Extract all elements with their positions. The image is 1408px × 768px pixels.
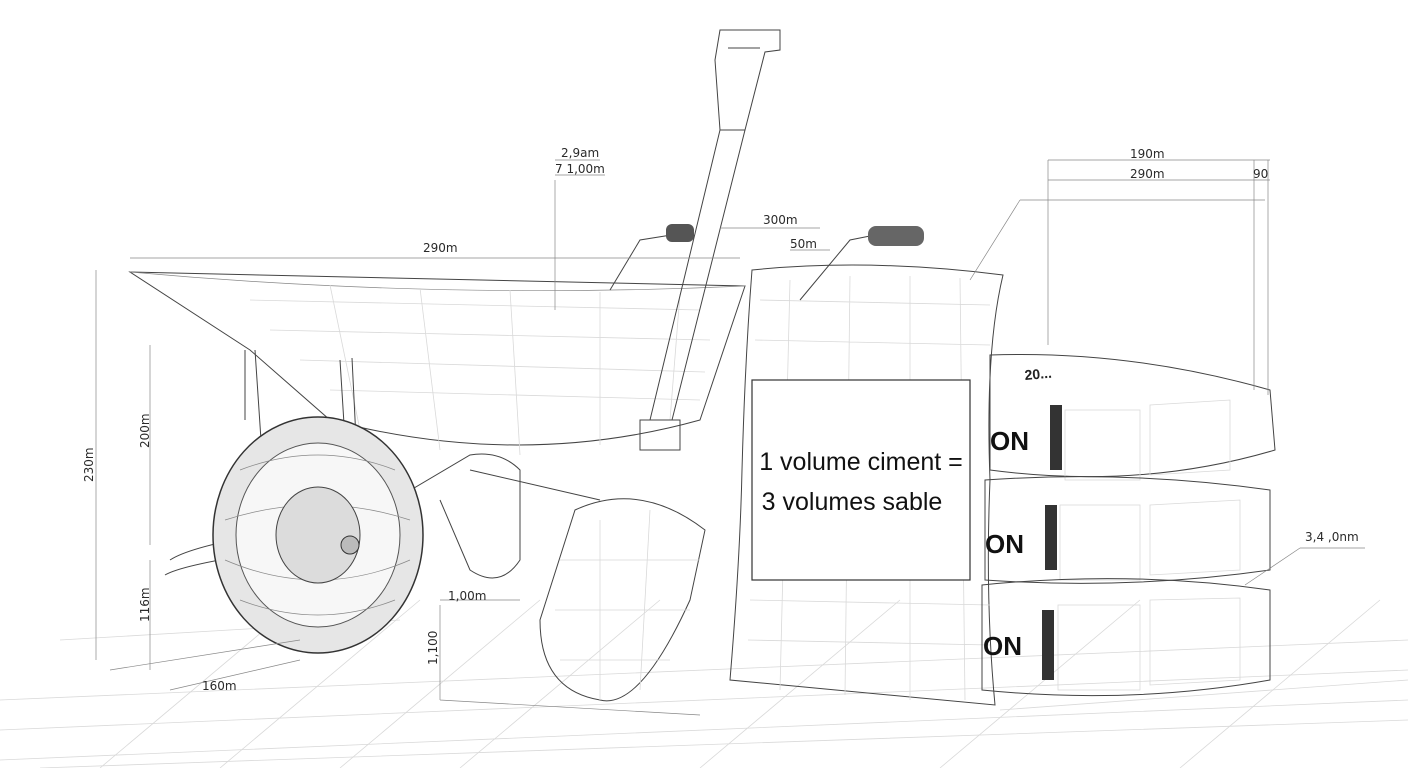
main-cement-bag [729, 264, 1004, 706]
dim-shovel-height: 1,100 [426, 631, 440, 665]
ratio-label-line-1: 1 volume ciment = [759, 448, 963, 476]
dim-barrow-height: 230m [82, 447, 96, 482]
bag-brand-3: ON [983, 631, 1022, 661]
dim-top-2: 7 1,00m [555, 162, 605, 176]
shovel [539, 29, 781, 702]
dim-barrow-length: 290m [423, 241, 458, 255]
dim-top-7: 90 [1253, 167, 1268, 181]
bag-brand-top: 20... [1024, 365, 1053, 383]
ratio-label-line-2: 3 volumes sable [762, 488, 943, 516]
dim-top-4: 50m [790, 237, 817, 251]
dim-top-3: 300m [763, 213, 798, 227]
bag-brand-2: ON [985, 529, 1024, 559]
dim-top-1: 2,9am [561, 146, 599, 160]
dim-barrow-base: 160m [202, 679, 237, 693]
bag-brand-1: ON [990, 426, 1029, 456]
dim-barrow-low: 116m [138, 587, 152, 622]
dim-top-5: 190m [1130, 147, 1165, 161]
dim-bags-side: 3,4 ,0nm [1305, 530, 1359, 544]
dim-shovel-width: 1,00m [448, 589, 486, 603]
cement-bag-stack [981, 353, 1276, 697]
dim-top-6: 290m [1130, 167, 1165, 181]
dimension-lines [95, 159, 1365, 716]
wheelbarrow [128, 224, 924, 654]
dim-barrow-mid: 200m [138, 413, 152, 448]
